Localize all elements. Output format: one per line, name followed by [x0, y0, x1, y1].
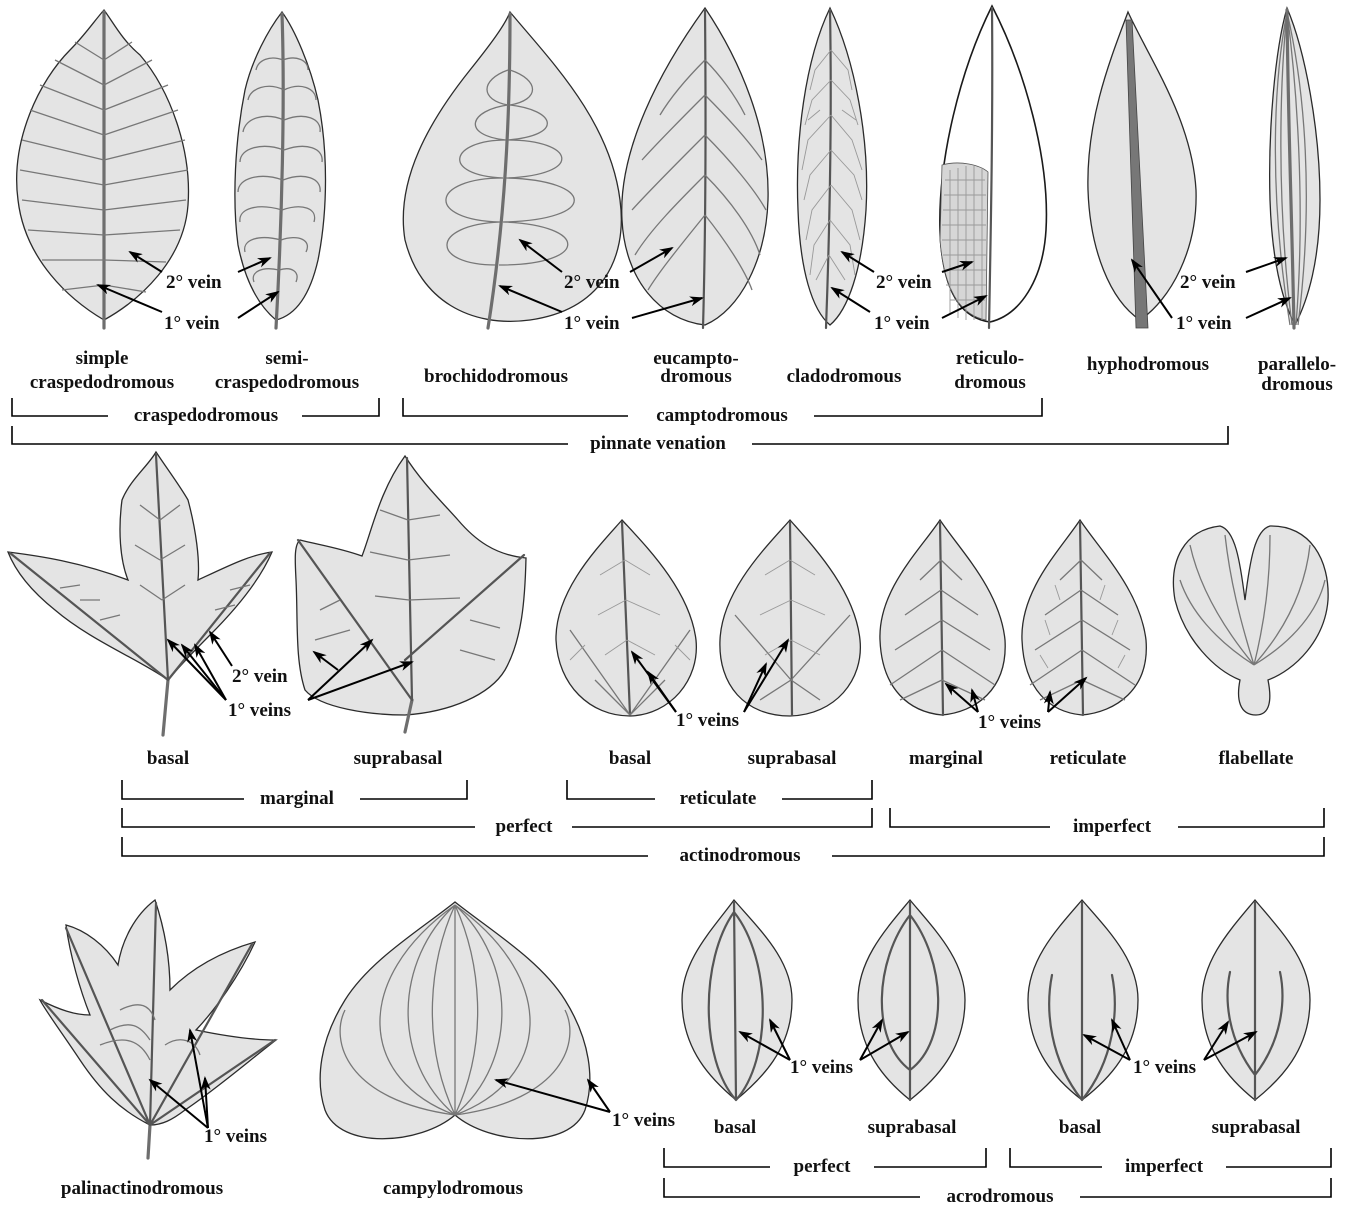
row1-1deg-label-b: 1° vein: [564, 313, 620, 334]
row3-1deg-label-palin: 1° veins: [204, 1126, 267, 1147]
label-row2-basal-a: basal: [147, 748, 189, 769]
label-simple-2: craspedodromous: [30, 372, 174, 393]
leaf-acro-perfect-suprabasal: [858, 900, 965, 1100]
label-reticulo-1: reticulo-: [956, 348, 1024, 369]
group-row2-reticulate: reticulate: [680, 788, 757, 809]
label-brochidodromous: brochidodromous: [424, 366, 568, 387]
row1-2deg-label-d: 2° vein: [1180, 272, 1236, 293]
label-row3-basal-b: basal: [1059, 1117, 1101, 1138]
label-semi-2: craspedodromous: [215, 372, 359, 393]
row3-1deg-label-acro-b: 1° veins: [1133, 1057, 1196, 1078]
leaf-campylodromous: [320, 902, 590, 1139]
leaf-acro-imperfect-basal: [1028, 900, 1138, 1100]
row1-2deg-label-b: 2° vein: [564, 272, 620, 293]
group-row3-imperfect: imperfect: [1125, 1156, 1204, 1177]
label-reticulo-2: dromous: [954, 372, 1025, 393]
row1-1deg-label-a: 1° vein: [164, 313, 220, 334]
leaf-simple-craspedodromous: [17, 10, 189, 328]
row1-1deg-label-d: 1° vein: [1176, 313, 1232, 334]
leaf-semi-craspedodromous: [235, 12, 326, 328]
group-row2-marginal: marginal: [260, 788, 334, 809]
label-row3-suprabasal-b: suprabasal: [1212, 1117, 1301, 1138]
label-row2-flabellate: flabellate: [1219, 748, 1294, 769]
label-row2-suprabasal-b: suprabasal: [748, 748, 837, 769]
label-row3-suprabasal-a: suprabasal: [868, 1117, 957, 1138]
label-row2-marginal: marginal: [909, 748, 983, 769]
label-parallelo-2: dromous: [1261, 374, 1332, 395]
row2-2deg-label: 2° vein: [232, 666, 288, 687]
leaf-cladodromous: [797, 8, 866, 328]
row3-1deg-label-campylo: 1° veins: [612, 1110, 675, 1131]
leaf-suprabasal-marginal: [295, 456, 526, 732]
label-row2-reticulate: reticulate: [1050, 748, 1127, 769]
leaf-palinactinodromous: [40, 900, 276, 1158]
leaf-flabellate: [1173, 526, 1328, 715]
row2-1deg-label-c: 1° veins: [978, 712, 1041, 733]
leaf-imperfect-reticulate: [1022, 520, 1146, 715]
leaf-parallelodromous: [1270, 8, 1320, 328]
label-semi-1: semi-: [265, 348, 308, 369]
leaf-reticulate-suprabasal: [720, 520, 860, 716]
group-pinnate-venation: pinnate venation: [590, 433, 726, 454]
leaf-imperfect-marginal: [880, 520, 1005, 715]
row3-1deg-label-acro-a: 1° veins: [790, 1057, 853, 1078]
row1-2deg-label-c: 2° vein: [876, 272, 932, 293]
label-row2-suprabasal-a: suprabasal: [354, 748, 443, 769]
leaf-eucamptodromous: [622, 8, 768, 328]
group-camptodromous: camptodromous: [656, 405, 788, 426]
leaf-reticulate-basal: [556, 520, 696, 716]
label-campylodromous: campylodromous: [383, 1178, 523, 1199]
leaf-acro-perfect-basal: [682, 900, 792, 1100]
group-row2-perfect: perfect: [496, 816, 554, 837]
label-row2-basal-b: basal: [609, 748, 651, 769]
label-palinactinodromous: palinactinodromous: [61, 1178, 223, 1199]
group-row3-perfect: perfect: [794, 1156, 852, 1177]
row1-2deg-label-a: 2° vein: [166, 272, 222, 293]
row2-1deg-label-b: 1° veins: [676, 710, 739, 731]
label-row3-basal-a: basal: [714, 1117, 756, 1138]
label-hyphodromous: hyphodromous: [1087, 354, 1209, 375]
group-row2-imperfect: imperfect: [1073, 816, 1152, 837]
label-parallelo-1: parallelo-: [1258, 354, 1336, 375]
label-eucampto-2: dromous: [660, 366, 731, 387]
row2-1deg-label-a: 1° veins: [228, 700, 291, 721]
leaf-reticulodromous: [940, 6, 1047, 328]
row1-1deg-label-c: 1° vein: [874, 313, 930, 334]
leaf-acro-imperfect-suprabasal: [1202, 900, 1310, 1100]
label-cladodromous: cladodromous: [787, 366, 902, 387]
leaf-basal-marginal: [8, 452, 272, 735]
group-actinodromous: actinodromous: [679, 845, 800, 866]
group-acrodromous: acrodromous: [947, 1186, 1054, 1207]
label-simple-1: simple: [76, 348, 129, 369]
group-craspedodromous: craspedodromous: [134, 405, 278, 426]
